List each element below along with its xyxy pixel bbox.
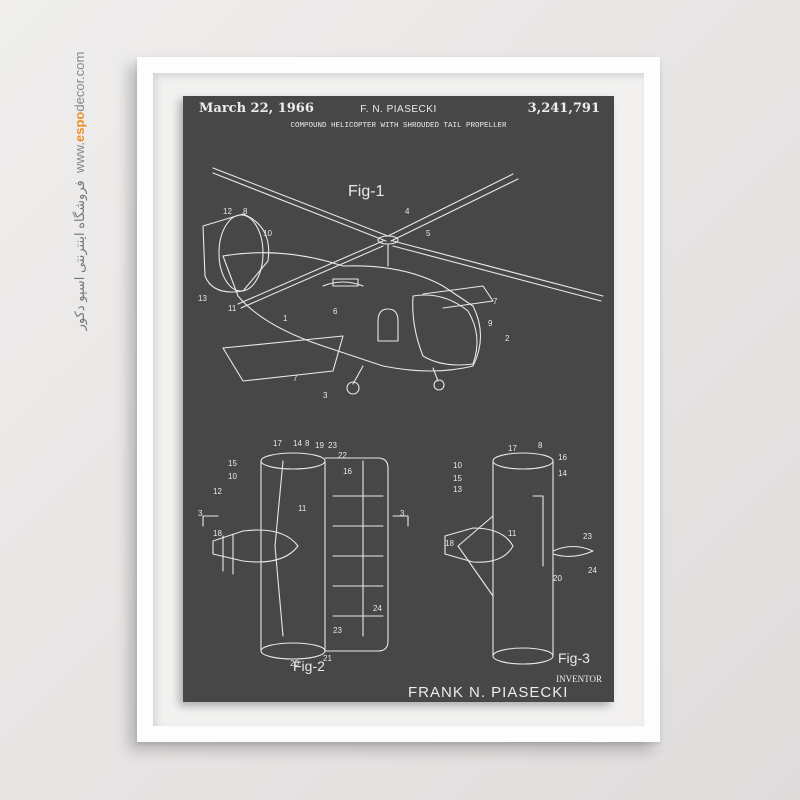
reference-number: 1 (283, 314, 288, 323)
reference-number: 15 (228, 459, 237, 468)
reference-number: 7 (493, 297, 498, 306)
reference-number: 11 (508, 529, 517, 538)
inventor-label: INVENTOR (556, 674, 602, 684)
reference-number: 24 (588, 566, 597, 575)
reference-number: 13 (198, 294, 207, 303)
reference-number: 16 (343, 467, 352, 476)
reference-number: 12 (223, 207, 232, 216)
reference-number: 10 (453, 461, 462, 470)
reference-number: 13 (453, 485, 462, 494)
reference-number: 18 (213, 529, 222, 538)
fig2-label: Fig-2 (293, 658, 325, 674)
fig3-label: Fig-3 (558, 650, 590, 666)
reference-number: 17 (508, 444, 517, 453)
reference-number: 23 (583, 532, 592, 541)
reference-number: 3 (198, 509, 203, 518)
reference-number: 10 (263, 229, 272, 238)
reference-number: 11 (228, 304, 237, 313)
reference-number: 22 (338, 451, 347, 460)
reference-number: 21 (323, 654, 332, 663)
reference-number: 15 (453, 474, 462, 483)
fig2-shroud (202, 452, 409, 660)
fig1-helicopter (202, 167, 604, 395)
reference-number: 11 (298, 504, 307, 513)
inventor-header: F. N. PIASECKI (360, 104, 437, 115)
inventor-signature: FRANK N. PIASECKI (408, 684, 569, 701)
reference-number: 5 (426, 229, 431, 238)
reference-number: 7 (293, 374, 298, 383)
reference-number: 23 (328, 441, 337, 450)
reference-number: 2 (505, 334, 510, 343)
patent-date: March 22, 1966 (199, 101, 314, 116)
reference-number: 9 (488, 319, 493, 328)
reference-number: 16 (558, 453, 567, 462)
reference-number: 24 (373, 604, 382, 613)
reference-number: 14 (293, 439, 302, 448)
reference-number: 20 (553, 574, 562, 583)
patent-poster: March 22, 1966 F. N. PIASECKI 3,241,791 … (183, 96, 614, 702)
watermark-url-suffix: decor.com (72, 51, 87, 112)
fig3-shroud (444, 452, 594, 665)
reference-number: 8 (538, 441, 543, 450)
reference-number: 8 (243, 207, 248, 216)
reference-number: 19 (315, 441, 324, 450)
watermark-shop-name: فروشگاه اینترنتی اسپو دکور (72, 180, 87, 331)
reference-number: 14 (558, 469, 567, 478)
reference-number: 17 (273, 439, 282, 448)
reference-number: 3 (323, 391, 328, 400)
watermark-url-prefix: www. (72, 141, 87, 174)
reference-number: 6 (333, 307, 338, 316)
fig1-label: Fig-1 (348, 183, 385, 200)
reference-number: 4 (405, 207, 410, 216)
reference-number: 12 (213, 487, 222, 496)
reference-number: 3 (400, 509, 405, 518)
patent-title: COMPOUND HELICOPTER WITH SHROUDED TAIL P… (290, 122, 507, 130)
reference-number: 10 (228, 472, 237, 481)
watermark-url-brand: espo (72, 111, 87, 142)
reference-number: 20 (290, 659, 299, 668)
reference-number: 23 (333, 626, 342, 635)
watermark: فروشگاه اینترنتی اسپو دکور www.espodecor… (62, 52, 98, 331)
patent-number: 3,241,791 (527, 101, 600, 116)
reference-number: 8 (305, 439, 310, 448)
reference-number: 18 (445, 539, 454, 548)
